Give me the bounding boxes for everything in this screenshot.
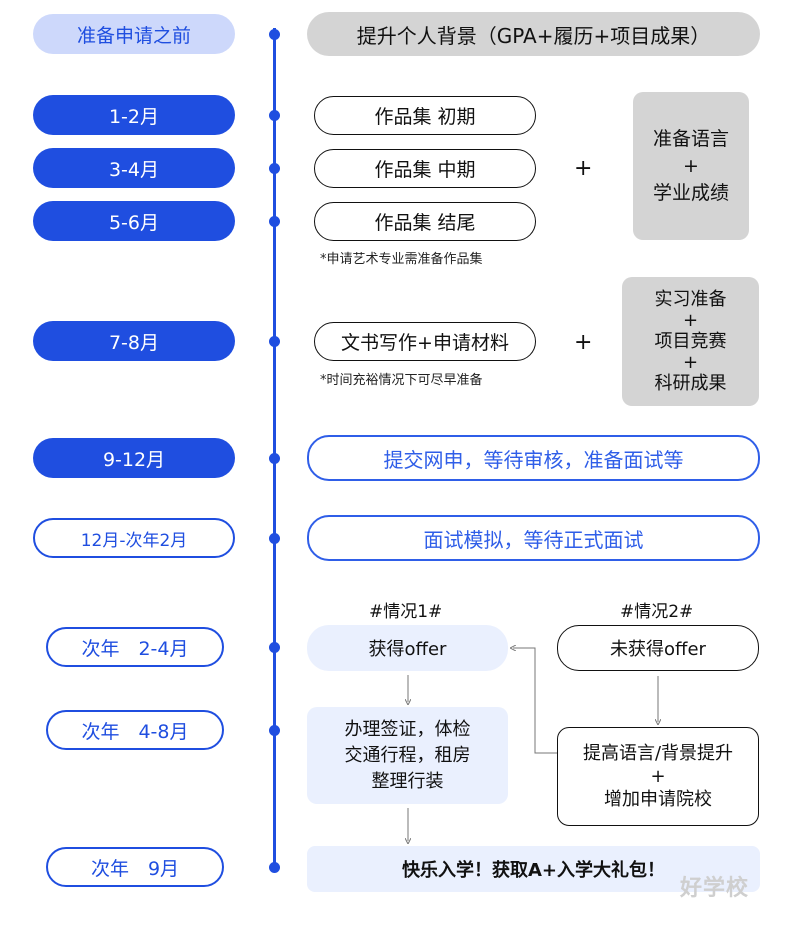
submit-application-box: 提交网申，等待审核，准备面试等 <box>307 435 760 481</box>
box-line: + <box>650 766 666 787</box>
box-line: 提高语言/背景提升 <box>582 743 734 764</box>
stage-label: 5-6月 <box>33 201 235 241</box>
box-line: 准备语言 <box>652 127 729 150</box>
timeline-dot <box>269 110 280 121</box>
portfolio-box: 作品集 中期 <box>314 149 536 188</box>
arrow-improve-to-offer <box>513 648 557 754</box>
timeline-dot <box>269 336 280 347</box>
box-line: 交通行程，租房 <box>344 744 471 766</box>
box-line: + <box>682 310 699 331</box>
offer-not-received-box: 未获得offer <box>557 625 759 671</box>
timeline-dot <box>269 533 280 544</box>
interview-prep-box: 面试模拟，等待正式面试 <box>307 515 760 561</box>
portfolio-box: 作品集 初期 <box>314 96 536 135</box>
timeline-dot <box>269 642 280 653</box>
improve-background-box: 提高语言/背景提升 + 增加申请院校 <box>557 727 759 826</box>
timeline-line <box>273 28 276 866</box>
background-boost-box: 提升个人背景（GPA+履历+项目成果） <box>307 12 760 56</box>
stage-label: 3-4月 <box>33 148 235 188</box>
portfolio-box: 作品集 结尾 <box>314 202 536 241</box>
stage-label: 次年 2-4月 <box>46 627 224 667</box>
stage-label: 7-8月 <box>33 321 235 361</box>
box-line: 增加申请院校 <box>604 789 712 810</box>
box-line: 学业成绩 <box>652 181 729 204</box>
enrollment-box: 快乐入学！获取A+入学大礼包！ <box>307 846 760 892</box>
timeline-dot <box>269 453 280 464</box>
box-line: 整理行装 <box>371 770 444 792</box>
box-line: + <box>683 154 699 177</box>
timeline-dot <box>269 216 280 227</box>
box-line: + <box>682 352 699 373</box>
case-2-label: #情况2# <box>620 602 694 622</box>
case-1-label: #情况1# <box>369 602 443 622</box>
plus-sign: + <box>574 156 593 181</box>
documents-note: *时间充裕情况下可尽早准备 <box>320 373 483 388</box>
box-line: 项目竞赛 <box>654 331 727 352</box>
watermark-logo: 好学校 <box>680 876 750 901</box>
stage-label: 12月-次年2月 <box>33 518 235 558</box>
box-line: 科研成果 <box>654 373 727 394</box>
timeline-dot <box>269 862 280 873</box>
portfolio-note: *申请艺术专业需准备作品集 <box>320 252 483 267</box>
stage-label: 准备申请之前 <box>33 14 235 54</box>
internship-box: 实习准备 + 项目竞赛 + 科研成果 <box>622 277 759 406</box>
stage-label: 次年 9月 <box>46 847 224 887</box>
timeline-dot <box>269 29 280 40</box>
timeline-dot <box>269 725 280 736</box>
documents-box: 文书写作+申请材料 <box>314 322 536 361</box>
plus-sign: + <box>574 330 593 355</box>
language-grades-box: 准备语言 + 学业成绩 <box>633 92 749 240</box>
box-line: 办理签证，体检 <box>344 718 471 740</box>
stage-label: 9-12月 <box>33 438 235 478</box>
timeline-dot <box>269 163 280 174</box>
visa-prep-box: 办理签证，体检 交通行程，租房 整理行装 <box>307 707 508 804</box>
offer-received-box: 获得offer <box>307 625 508 671</box>
box-line: 实习准备 <box>654 289 727 310</box>
stage-label: 1-2月 <box>33 95 235 135</box>
stage-label: 次年 4-8月 <box>46 710 224 750</box>
